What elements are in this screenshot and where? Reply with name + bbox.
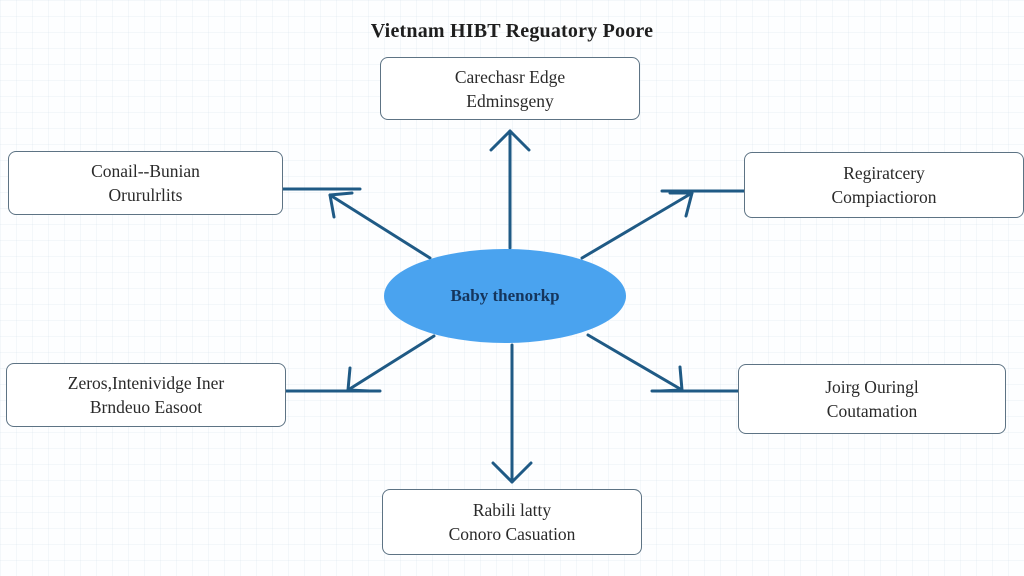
arrow-to-lower-right [586,333,740,393]
arrow-to-top [489,129,531,250]
arrow-to-bottom [491,343,533,484]
node-top-line1: Carechasr Edge [454,66,566,87]
center-ellipse: Baby thenorkp [384,249,626,343]
node-top: Carechasr Edge Edminsgeny [380,57,640,120]
node-lower-left: Zeros,Intenividge Iner Brndeuo Easoot [6,363,286,427]
center-label: Baby thenorkp [450,286,560,305]
arrow-to-lower-left [284,334,436,393]
node-lower-left-line2: Brndeuo Easoot [89,397,203,417]
node-lower-right-line1: Joirg Ouringl [825,377,919,397]
diagram-title: Vietnam HIBT Reguatory Poore [370,20,654,42]
node-lower-left-line1: Zeros,Intenividge Iner [67,373,225,393]
node-upper-right-line2: Compiactioron [831,187,937,207]
node-lower-right-line2: Coutamation [826,401,918,421]
node-upper-left-line2: Orurulrlits [108,185,183,205]
node-top-line2: Edminsgeny [466,90,554,111]
node-lower-right: Joirg Ouringl Coutamation [738,364,1006,434]
node-upper-left-line1: Conail--Bunian [91,161,200,181]
arrow-to-upper-left [281,187,432,260]
node-upper-right-line1: Regiratcery [843,163,925,183]
node-bottom: Rabili latty Conoro Casuation [382,489,642,555]
node-bottom-line2: Conoro Casuation [448,524,576,544]
node-upper-left: Conail--Bunian Orurulrlits [8,151,283,215]
arrow-to-upper-right [580,189,746,260]
node-bottom-line1: Rabili latty [472,500,552,520]
node-upper-right: Regiratcery Compiactioron [744,152,1024,218]
